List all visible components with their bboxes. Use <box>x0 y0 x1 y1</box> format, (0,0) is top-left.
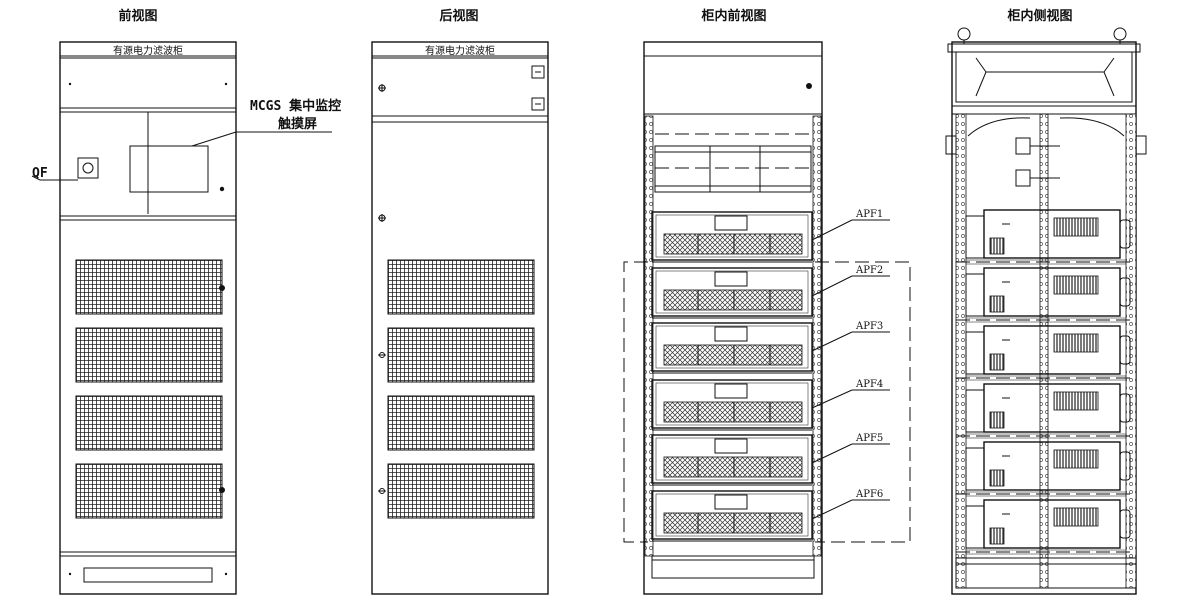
side-module-6 <box>956 499 1136 555</box>
back-view: 有源电力滤波柜 <box>371 41 549 595</box>
front-grille-4 <box>75 463 223 519</box>
apf-module-1: APF1 <box>651 209 890 263</box>
apf-module-3: APF3 <box>651 321 890 374</box>
title-inner-side-view: 柜内侧视图 <box>1006 8 1072 24</box>
touchscreen-label-line2: 触摸屏 <box>277 116 317 132</box>
side-module-5 <box>956 441 1136 497</box>
side-module-2 <box>956 267 1136 323</box>
front-grille-3 <box>75 395 223 451</box>
apf-label-3: APF3 <box>855 321 883 332</box>
touchscreen <box>129 145 209 193</box>
inner-side-view <box>945 27 1147 595</box>
title-back-view: 后视图 <box>439 8 478 24</box>
title-inner-front-view: 柜内前视图 <box>700 8 766 24</box>
back-grille-3 <box>387 395 535 451</box>
title-front-view: 前视图 <box>118 8 157 24</box>
apf-label-6: APF6 <box>855 489 883 500</box>
side-module-3 <box>956 325 1136 381</box>
side-module-1 <box>956 209 1136 265</box>
front-view: 有源电力滤波柜 QF MCGS 集中监控 触摸屏 <box>31 41 341 595</box>
qf-breaker <box>77 157 99 179</box>
touchscreen-label-line1: MCGS 集中监控 <box>250 98 341 114</box>
inner-front-view <box>623 41 911 595</box>
apf-label-2: APF2 <box>855 265 883 276</box>
front-grille-2 <box>75 327 223 383</box>
apf-module-6: APF6 <box>651 489 890 542</box>
apf-module-2: APF2 <box>651 265 890 319</box>
apf-module-4: APF4 <box>651 379 890 431</box>
back-grille-1 <box>387 259 535 315</box>
front-cabinet-name: 有源电力滤波柜 <box>113 44 183 57</box>
apf-module-5: APF5 <box>651 433 890 486</box>
back-grille-2 <box>387 327 535 383</box>
back-grille-4 <box>387 463 535 519</box>
front-grille-1 <box>75 259 223 315</box>
back-cabinet-name: 有源电力滤波柜 <box>425 44 495 57</box>
apf-label-1: APF1 <box>855 209 883 220</box>
side-module-4 <box>956 383 1136 439</box>
qf-label: QF <box>32 166 48 181</box>
apf-label-5: APF5 <box>855 433 883 444</box>
side-view-modules <box>955 209 1137 589</box>
apf-label-4: APF4 <box>855 379 883 390</box>
